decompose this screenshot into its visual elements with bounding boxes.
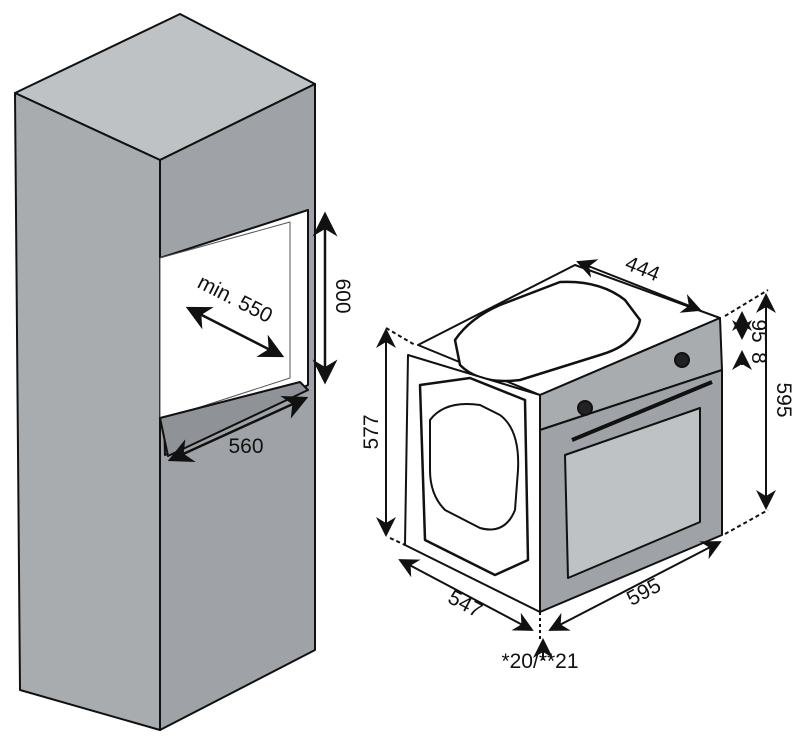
- gap-label: 8: [747, 352, 770, 364]
- side-height-label: 577: [360, 414, 383, 449]
- door-offset-label: *20/**21: [501, 650, 578, 673]
- oven-dimensions: [376, 259, 776, 660]
- panel-height-label: 95: [747, 319, 770, 342]
- oven-knob-right: [674, 352, 690, 368]
- oven-door-handle: [571, 380, 713, 442]
- oven-knob-left: [577, 400, 593, 416]
- opening-height-label: 600: [331, 278, 354, 313]
- oven-side-recess: [429, 403, 520, 531]
- opening-width-label: 560: [228, 435, 263, 458]
- tall-cabinet: [14, 13, 316, 731]
- oven-depth-label: 547: [444, 586, 486, 623]
- oven-width-label: 595: [623, 574, 665, 611]
- oven-door-window: [564, 407, 701, 579]
- cabinet-left-face: [14, 92, 161, 731]
- oven: [404, 264, 723, 613]
- cabinet-dimensions: [167, 211, 338, 463]
- oven-height-label: 595: [772, 382, 795, 417]
